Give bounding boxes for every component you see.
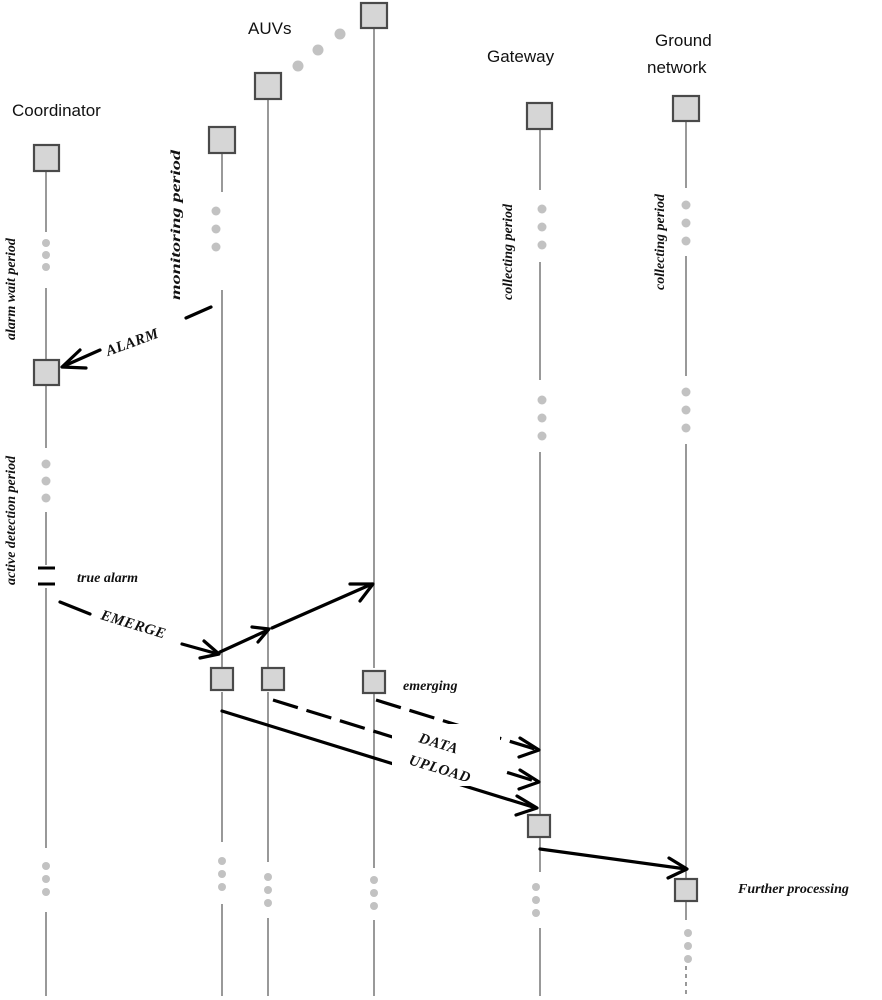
node-boxes [32, 1, 701, 903]
auv-3-node [359, 1, 389, 30]
label-monitoring-period: monitoring period [169, 149, 184, 300]
gateway-node [525, 101, 554, 131]
coordinator-node [32, 143, 61, 173]
data-upload-label-bg [392, 724, 500, 786]
gateway-collect-node [526, 813, 552, 839]
ground-network-node [671, 94, 701, 123]
emerge-arrow [58, 582, 375, 660]
gateway-to-ground-arrow [538, 847, 689, 880]
auv-1-node [207, 125, 237, 155]
label-further-processing: Further processing [737, 882, 849, 897]
header-ground-line1: Ground [655, 31, 712, 50]
header-auvs: AUVs [248, 19, 291, 38]
true-alarm-marker [38, 566, 55, 586]
ground-network-processing-node [673, 877, 699, 903]
label-alarm-wait-period: alarm wait period [4, 237, 19, 340]
header-ground-line2: network [647, 58, 707, 77]
header-gateway: Gateway [487, 47, 555, 66]
header-coordinator: Coordinator [12, 101, 101, 120]
label-active-detection-period: active detection period [4, 455, 19, 585]
label-true-alarm: true alarm [77, 571, 138, 586]
auv-3-emerged-node [361, 669, 387, 695]
label-collecting-period-ground: collecting period [653, 193, 668, 290]
auv-2-node [253, 71, 283, 101]
label-emerge: EMERGE [98, 607, 168, 642]
label-emerging: emerging [403, 679, 457, 694]
label-collecting-period-gateway: collecting period [501, 203, 516, 300]
auv-1-emerged-node [209, 666, 235, 692]
ellipsis-dots [41, 28, 692, 963]
coordinator-node-active [32, 358, 61, 387]
auv-2-emerged-node [260, 666, 286, 692]
alarm-arrow [60, 305, 213, 370]
label-alarm: ALARM [103, 326, 161, 360]
